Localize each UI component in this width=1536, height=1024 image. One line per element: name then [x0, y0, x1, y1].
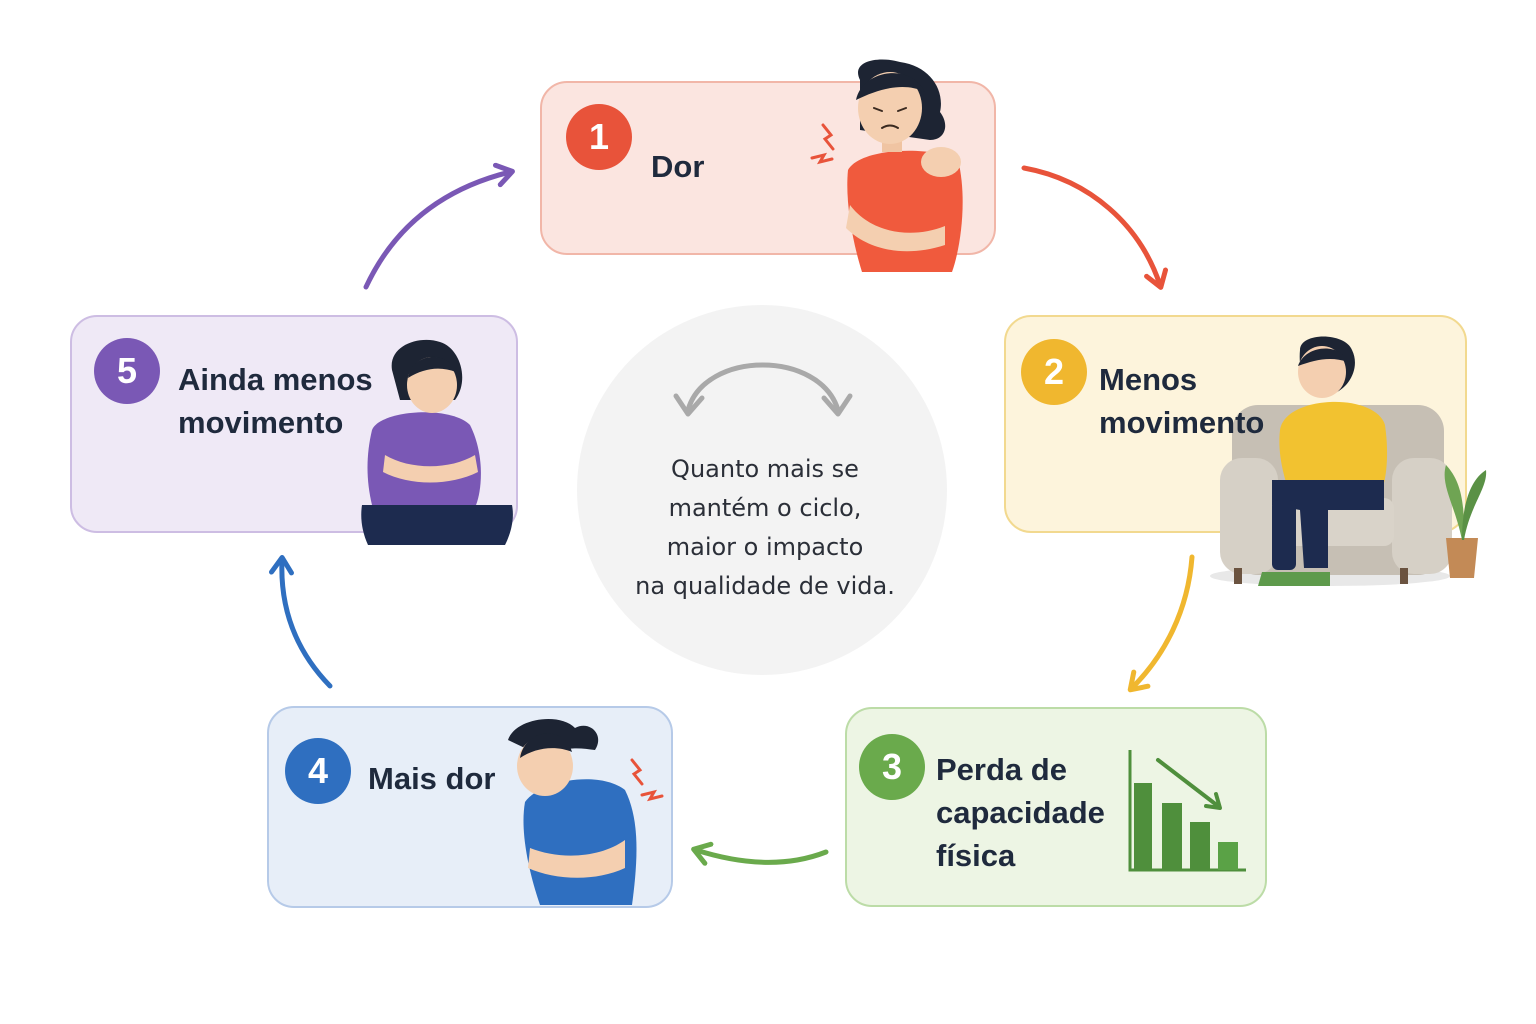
woman-sitting-sad-icon — [361, 339, 513, 545]
step-number-4: 4 — [307, 750, 329, 791]
step-title-3-line-1: Perda de — [936, 752, 1067, 787]
step-title-3: Perda de capacidade física — [936, 748, 1105, 877]
step-badge-5 — [94, 338, 160, 404]
step-title-1-line-1: Dor — [651, 149, 705, 184]
step-title-2-line-2: movimento — [1099, 405, 1265, 440]
arrow-step4-to-step5 — [268, 555, 333, 689]
step-title-5: Ainda menos movimento — [178, 358, 373, 444]
center-caption-line-4: na qualidade de vida. — [635, 572, 895, 600]
step-number-2: 2 — [1043, 351, 1065, 392]
woman-stomach-pain-icon — [508, 718, 664, 905]
center-caption-line-3: maior o impacto — [666, 533, 864, 561]
arrow-step3-to-step4 — [691, 841, 829, 866]
step-badge-4 — [285, 738, 351, 804]
center-circle — [577, 305, 947, 675]
arrow-step2-to-step3 — [1127, 554, 1195, 693]
step-title-5-line-1: Ainda menos — [178, 362, 373, 397]
center-caption-line-1: Quanto mais se — [671, 455, 859, 483]
step-number-1: 1 — [588, 116, 610, 157]
step-badge-3 — [859, 734, 925, 800]
woman-sitting-armchair-icon — [1210, 336, 1487, 586]
step-badge-1 — [566, 104, 632, 170]
center-caption: Quanto mais se mantém o ciclo, maior o i… — [610, 450, 920, 606]
step-title-2-line-1: Menos — [1099, 362, 1198, 397]
step-title-5-line-2: movimento — [178, 405, 344, 440]
arrow-step5-to-step1 — [363, 162, 515, 290]
arrow-step1-to-step2 — [1021, 165, 1169, 290]
step-title-3-line-2: capacidade — [936, 795, 1105, 830]
step-number-5: 5 — [116, 350, 138, 391]
step-title-4-line-1: Mais dor — [368, 761, 496, 796]
step-card-3 — [845, 707, 1267, 907]
step-title-4: Mais dor — [368, 757, 495, 800]
step-number-3: 3 — [881, 746, 903, 787]
center-caption-line-2: mantém o ciclo, — [668, 494, 862, 522]
woman-shoulder-pain-icon — [810, 59, 963, 272]
step-title-1: Dor — [651, 145, 704, 188]
two-way-cycle-arrows-icon — [673, 362, 853, 417]
step-title-2: Menos movimento — [1099, 358, 1264, 444]
step-badge-2 — [1021, 339, 1087, 405]
declining-bar-chart-icon — [1128, 750, 1246, 872]
step-title-3-line-3: física — [936, 838, 1016, 873]
